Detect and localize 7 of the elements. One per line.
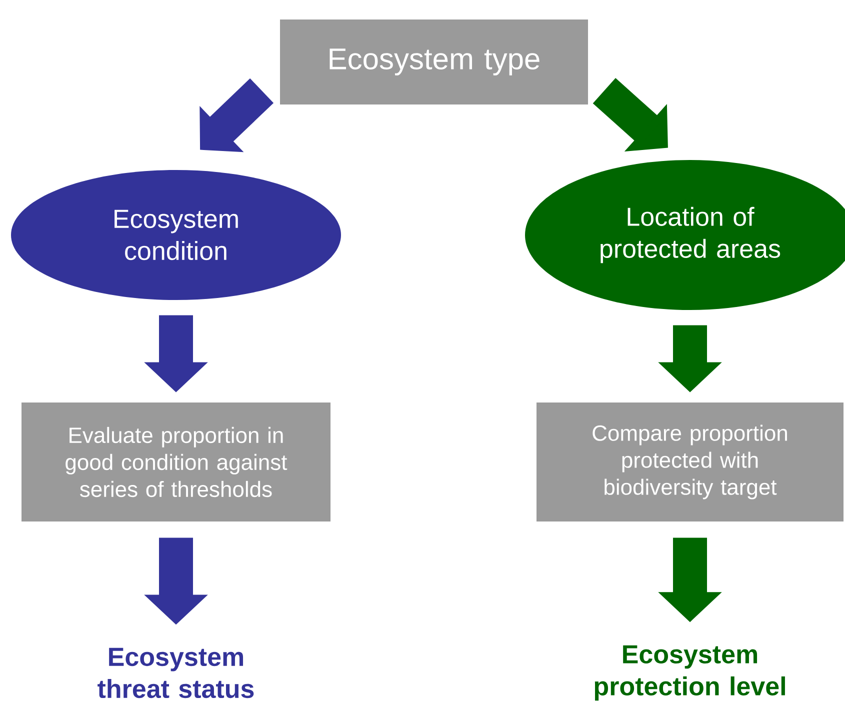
process-box: Evaluate proportion in good condition against series of thresholds (22, 402, 330, 522)
result-text: Ecosystem threat status (98, 648, 254, 698)
title-box: Ecosystem type (280, 20, 588, 104)
ellipse-node: Ecosystem condition (11, 170, 341, 300)
result-text: Ecosystem protection level (594, 645, 785, 701)
block-arrow (200, 78, 274, 152)
process-box: Compare proportion protected with biodiversity target (536, 402, 844, 522)
